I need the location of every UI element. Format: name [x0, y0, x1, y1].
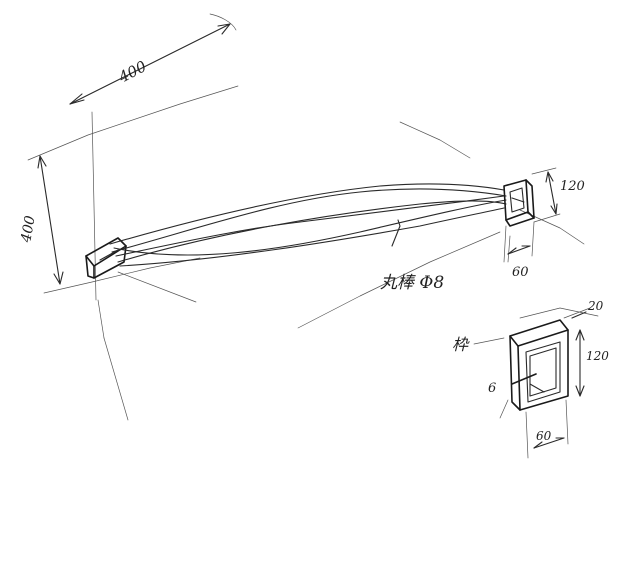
end-width-dimension: 60 — [503, 221, 535, 280]
rod-label: 丸棒 Φ8 — [380, 273, 444, 293]
span-label: 400 — [115, 57, 150, 87]
detail-depth-label: 20 — [587, 299, 604, 313]
twisted-rods — [109, 183, 507, 267]
frame-callout: 枠 — [452, 335, 505, 354]
frame-label: 枠 — [452, 335, 470, 354]
end-height-dimension: 120 — [531, 167, 585, 223]
wall-label: 6 — [488, 381, 496, 396]
detail-height-dimension: 120 — [575, 329, 609, 397]
wall-callout: 6 — [488, 381, 496, 396]
detail-depth-dimension: 20 20 — [563, 299, 604, 319]
right-end-block — [503, 179, 535, 227]
end-width-label: 60 — [512, 265, 529, 280]
rod-callout: 丸棒 Φ8 — [380, 219, 444, 293]
span-dimension: 400 — [69, 13, 237, 105]
height-label: 400 — [18, 214, 39, 244]
detail-height-label: 120 — [586, 349, 609, 363]
construction-lines — [27, 85, 599, 421]
frame-detail — [509, 319, 569, 411]
left-end-block — [85, 237, 127, 279]
detail-width-label: 60 — [536, 429, 552, 443]
detail-width-dimension: 60 — [525, 399, 569, 459]
height-dimension: 400 — [18, 155, 64, 285]
end-height-label: 120 — [560, 179, 585, 194]
